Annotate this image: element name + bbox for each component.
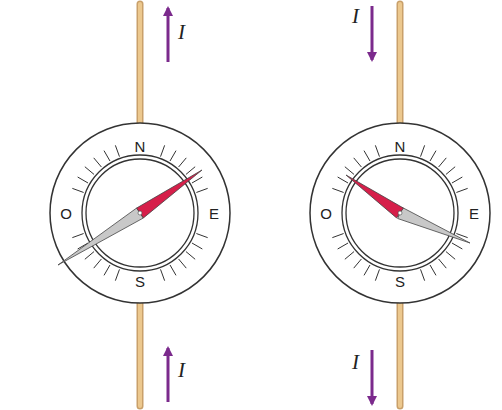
tick-mark [78, 177, 88, 183]
direction-letter: O [320, 206, 332, 221]
current-arrow [371, 350, 374, 404]
tick-mark [332, 188, 343, 192]
direction-letter: S [395, 274, 405, 289]
tick-mark [161, 145, 165, 156]
current-arrow [167, 8, 170, 62]
tick-mark [421, 145, 425, 156]
tick-mark [354, 259, 362, 268]
compass-ring [82, 155, 198, 271]
tick-mark [115, 145, 119, 156]
tick-mark [338, 177, 348, 183]
needle-half [137, 170, 202, 218]
tick-mark [430, 151, 436, 161]
current-label: I [352, 6, 359, 27]
tick-mark [345, 252, 354, 260]
tick-mark [161, 269, 165, 280]
tick-mark [170, 265, 176, 275]
compass: N O E S [48, 121, 232, 305]
direction-letter: S [135, 274, 145, 289]
tick-mark [192, 243, 202, 249]
compass: N O E S [308, 121, 492, 305]
tick-mark [446, 167, 455, 175]
compass-face [346, 159, 454, 267]
direction-letter: N [135, 139, 146, 154]
tick-mark [104, 151, 110, 161]
tick-mark [179, 259, 187, 268]
tick-mark [115, 269, 119, 280]
tick-mark [196, 234, 207, 238]
tick-mark [196, 188, 207, 192]
direction-letter: N [395, 139, 406, 154]
compass-face [86, 159, 194, 267]
tick-mark [72, 188, 83, 192]
direction-letter: E [469, 206, 479, 221]
tick-mark [186, 167, 195, 175]
tick-mark [364, 265, 370, 275]
tick-mark [85, 252, 94, 260]
tick-mark [446, 252, 455, 260]
tick-mark [430, 265, 436, 275]
tick-mark [104, 265, 110, 275]
tick-mark [345, 167, 354, 175]
tick-mark [456, 188, 467, 192]
tick-mark [354, 158, 362, 167]
needle-half [398, 207, 470, 243]
direction-letter: E [209, 206, 219, 221]
direction-letter: O [60, 206, 72, 221]
tick-mark [375, 145, 379, 156]
tick-mark [186, 252, 195, 260]
needle-pivot [138, 211, 142, 215]
tick-mark [364, 151, 370, 161]
tick-mark [192, 177, 202, 183]
tick-mark [421, 269, 425, 280]
tick-mark [94, 158, 102, 167]
tick-mark [72, 234, 83, 238]
tick-mark [179, 158, 187, 167]
current-arrow [371, 6, 374, 60]
tick-mark [170, 151, 176, 161]
current-label: I [352, 352, 359, 373]
tick-mark [332, 234, 343, 238]
tick-mark [94, 259, 102, 268]
current-label: I [178, 360, 185, 381]
tick-mark [85, 167, 94, 175]
tick-mark [439, 158, 447, 167]
compass-ring [342, 155, 458, 271]
current-label: I [178, 22, 185, 43]
tick-mark [452, 177, 462, 183]
tick-mark [439, 259, 447, 268]
tick-mark [338, 243, 348, 249]
compass-rim [50, 123, 230, 303]
tick-mark [452, 243, 462, 249]
needle-pivot [398, 211, 402, 215]
current-arrow [167, 348, 170, 402]
compass-rim [310, 123, 490, 303]
needle-half [346, 175, 403, 218]
tick-mark [375, 269, 379, 280]
